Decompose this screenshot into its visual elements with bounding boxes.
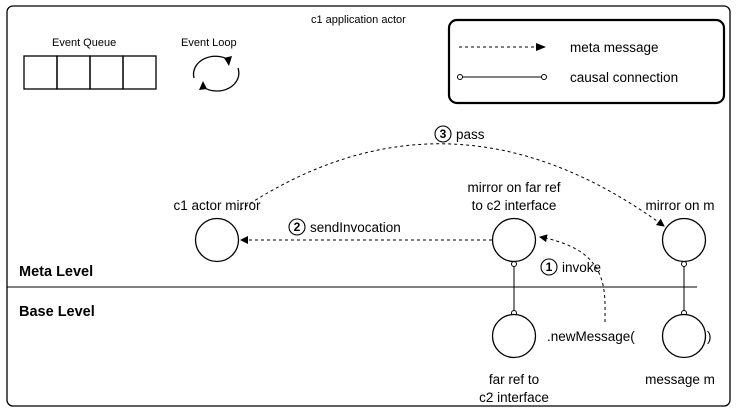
event-loop-icon xyxy=(192,55,240,92)
mirror-on-m-label: mirror on m xyxy=(645,198,714,213)
step-send-invocation-number: 2 xyxy=(294,220,301,234)
step-number-icon xyxy=(540,258,558,276)
step-pass-number: 3 xyxy=(440,127,447,141)
step-number-icon xyxy=(434,125,452,143)
application-actor-frame xyxy=(6,5,731,407)
new-message-call: .newMessage( xyxy=(547,329,635,344)
message-m-label: message m xyxy=(645,372,715,387)
c1-actor-mirror-label: c1 actor mirror xyxy=(173,198,261,213)
invoke-arrow xyxy=(539,234,606,323)
step-send-invocation: 2 sendInvocation xyxy=(288,218,401,236)
legend-meta-message: meta message xyxy=(570,40,659,55)
frame-title: c1 application actor xyxy=(311,14,406,26)
causal-connection-icon xyxy=(541,74,547,80)
event-queue xyxy=(23,55,157,90)
step-invoke-label: invoke xyxy=(562,260,601,275)
far-ref-label-2: c2 interface xyxy=(479,390,549,405)
mirror-far-ref-label-1: mirror on far ref xyxy=(467,180,560,195)
pass-arrow xyxy=(239,143,665,227)
event-loop-label: Event Loop xyxy=(181,37,237,49)
step-invoke: 1 invoke xyxy=(540,258,601,276)
step-pass: 3 pass xyxy=(434,125,485,143)
meta-level-label: Meta Level xyxy=(19,264,93,280)
step-invoke-number: 1 xyxy=(546,260,553,274)
event-queue-label: Event Queue xyxy=(52,37,116,49)
event-queue-slot xyxy=(89,55,124,90)
meta-message-arrow-icon xyxy=(536,43,546,51)
mirror-on-m-node xyxy=(661,217,707,263)
base-level-label: Base Level xyxy=(19,304,95,320)
event-queue-slot xyxy=(56,55,91,90)
event-queue-slot xyxy=(23,55,58,90)
legend-causal-connection: causal connection xyxy=(570,70,678,85)
message-m-node xyxy=(661,313,707,359)
legend-box xyxy=(447,18,726,105)
step-pass-label: pass xyxy=(456,127,485,142)
mirror-far-ref-label-2: to c2 interface xyxy=(472,198,557,213)
far-ref-node xyxy=(491,313,537,359)
new-message-close: ) xyxy=(707,329,712,344)
far-ref-label-1: far ref to xyxy=(489,372,539,387)
step-number-icon xyxy=(288,218,306,236)
step-send-invocation-label: sendInvocation xyxy=(310,220,401,235)
c1-actor-mirror-node xyxy=(194,217,240,263)
mirror-far-ref-node xyxy=(491,217,537,263)
legend: meta message causal connection xyxy=(447,18,726,105)
event-queue-slot xyxy=(122,55,157,90)
